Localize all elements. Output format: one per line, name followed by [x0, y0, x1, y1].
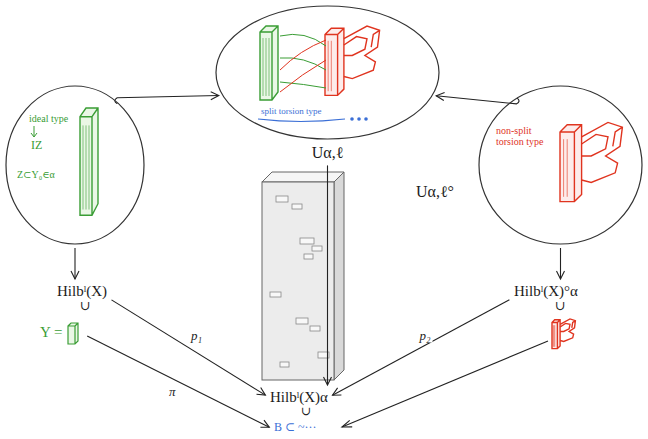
ellipse-region: split torsion typeUα,ℓ	[215, 5, 440, 140]
ideal-type-illustration	[31, 108, 98, 215]
region-name: Uα,ℓ°	[416, 183, 454, 201]
arrow-connector	[71, 248, 79, 279]
region-name: IZ	[31, 139, 42, 153]
arrow-connector	[115, 92, 219, 104]
math-text: B ⊂ ~···	[274, 420, 317, 434]
ellipse-outline	[478, 85, 643, 245]
region-note: split torsion type	[261, 106, 322, 116]
ellipse-region: ideal typeIZ Z⊂Y₀∈α	[5, 85, 145, 245]
arrow-connector	[557, 248, 565, 279]
math-label: Hilbˡ(X)°α	[512, 282, 580, 301]
ellipse-outline	[215, 5, 440, 140]
region-note: non-split torsion type	[496, 125, 554, 147]
math-text: Hilbˡ(X)°α	[514, 283, 578, 299]
ellipse-outline	[5, 85, 145, 245]
subset-symbol: ∪	[555, 299, 566, 312]
subset-symbol: ∪	[301, 405, 311, 417]
split-torsion-illustration	[258, 26, 380, 122]
arrow-connector	[87, 336, 269, 427]
region-name: Uα,ℓ	[312, 144, 344, 162]
math-label: Y =	[38, 323, 85, 342]
math-text: Hilbˡ(X)α	[270, 389, 328, 405]
map-label: p₂	[417, 328, 432, 343]
red-shape-leader	[342, 319, 575, 427]
arrow-connector	[112, 300, 266, 395]
math-text: Hilbˡ(X)	[57, 283, 107, 299]
math-label: B ⊂ ~···	[272, 420, 319, 436]
arrow-connector	[436, 93, 519, 104]
non-split-illustration	[560, 122, 622, 201]
arrow-connector	[333, 300, 510, 395]
region-note: ideal type	[29, 113, 68, 125]
arrow-connector	[324, 165, 332, 385]
region-name: Z⊂Y₀∈α	[17, 169, 55, 181]
math-label: Hilbˡ(X)α	[268, 388, 330, 407]
math-text: Y =	[40, 324, 63, 340]
subset-symbol: ∪	[80, 299, 91, 312]
map-label: p₁	[189, 328, 204, 343]
green-bar-icon	[67, 323, 81, 345]
slab-illustration	[262, 172, 344, 380]
map-label: π	[167, 384, 178, 399]
ellipse-region: non-split torsion typeUα,ℓ°	[478, 85, 643, 245]
